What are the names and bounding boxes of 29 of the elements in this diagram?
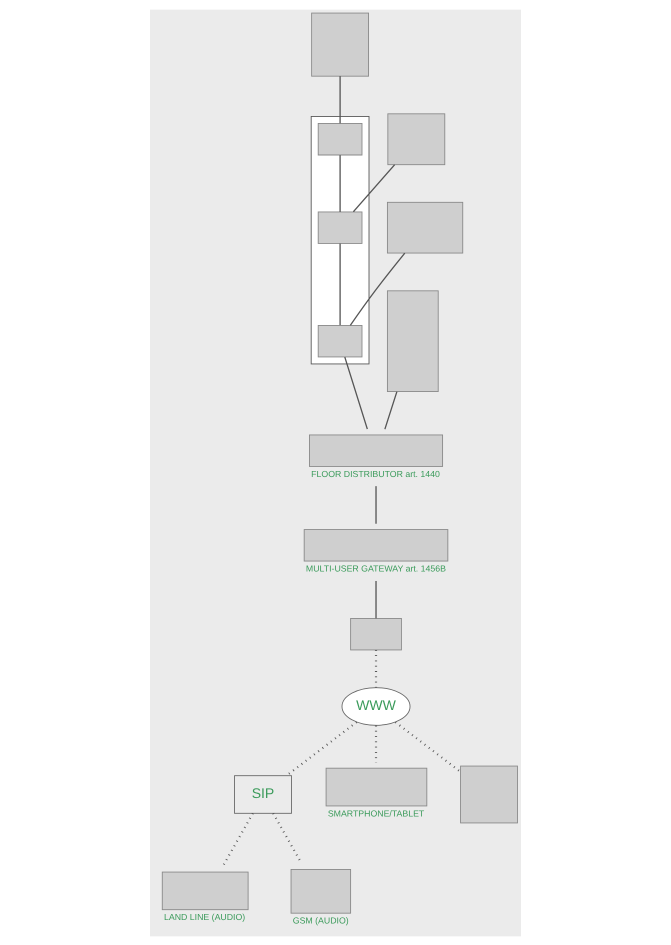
connector (352, 164, 396, 212)
node-box (350, 617, 402, 650)
cluster (310, 116, 370, 364)
connector (286, 720, 358, 776)
connector (339, 154, 341, 212)
connector (222, 812, 254, 866)
node-ellipse: WWW (342, 686, 410, 726)
node-box (387, 112, 446, 165)
node-box (311, 12, 369, 76)
node-box (386, 201, 464, 254)
connector (375, 580, 377, 618)
connector (339, 76, 341, 123)
node-box (318, 122, 362, 155)
node-label: MULTI-USER GATEWAY art. 1456B (306, 563, 446, 574)
connector (350, 252, 406, 326)
node-box: SIP (234, 774, 292, 814)
node-box (318, 324, 362, 357)
connector (339, 243, 341, 325)
connector (394, 720, 462, 772)
node-box (386, 290, 439, 392)
node-label: SMARTPHONE/TABLET (328, 808, 424, 818)
node-box (460, 765, 518, 823)
node-label: GSM (AUDIO) (292, 915, 349, 926)
node-label: LAND LINE (AUDIO) (164, 912, 246, 922)
connector (375, 486, 377, 524)
node-box (318, 211, 362, 244)
connector (344, 356, 368, 429)
connector (384, 391, 398, 429)
node-label: FLOOR DISTRIBUTOR art. 1440 (311, 468, 440, 478)
